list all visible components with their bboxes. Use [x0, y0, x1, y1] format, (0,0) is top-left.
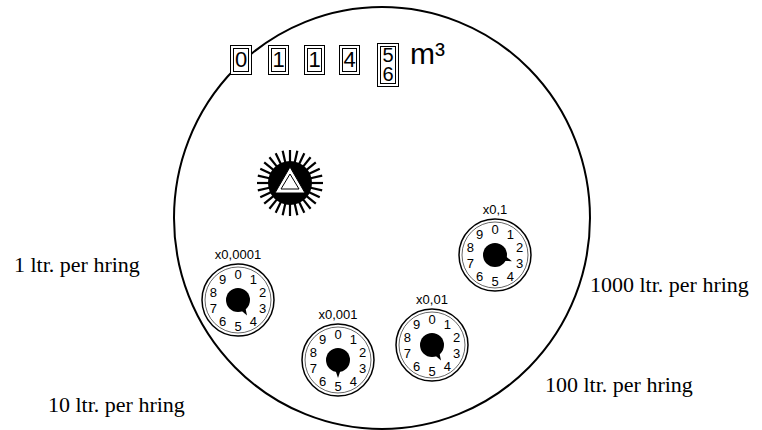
counter-digit-box: 56: [377, 43, 399, 87]
dial-digit: 8: [210, 285, 217, 298]
dial-digit: 0: [491, 223, 498, 236]
dial-digit: 7: [404, 347, 411, 360]
meter-housing: [174, 7, 590, 429]
dial-digit: 3: [453, 347, 460, 360]
indicator-disc: [268, 161, 312, 205]
register-dial: x0,010123456789: [395, 308, 469, 382]
dial-pointer: [493, 249, 512, 261]
dial-caption: 10 ltr. per hring: [48, 392, 185, 418]
dial-digit: 9: [319, 332, 326, 345]
dial-digit: 3: [516, 257, 523, 270]
dial-rim: [396, 309, 468, 381]
dial-digit: 1: [250, 272, 257, 285]
dial-digit: 8: [404, 330, 411, 343]
dial-digit: 2: [453, 330, 460, 343]
indicator-triangle: [275, 167, 305, 193]
dial-digit: 7: [210, 302, 217, 315]
dial-digit: 4: [507, 270, 514, 283]
dial-digit: 7: [467, 257, 474, 270]
dial-rim-inner: [462, 222, 528, 288]
counter-digit-box: 4: [339, 45, 360, 75]
dial-multiplier: x0,1: [483, 202, 508, 217]
dial-digit: 9: [413, 317, 420, 330]
counter-digit-box: 1: [304, 45, 325, 75]
counter-digit: 6: [382, 65, 393, 84]
dial-digit: 6: [413, 360, 420, 373]
dial-digit: 5: [491, 275, 498, 288]
dial-digit: 5: [234, 320, 241, 333]
dial-digit: 8: [310, 345, 317, 358]
counter-digit: 0: [235, 48, 247, 72]
dial-digit: 1: [444, 317, 451, 330]
dial-digit: 7: [310, 362, 317, 375]
counter-digit: 5: [382, 46, 393, 65]
dial-digit: 2: [516, 240, 523, 253]
dial-digit: 9: [476, 227, 483, 240]
indicator-triangle-inner: [281, 174, 299, 189]
register-dial: x0,0010123456789: [301, 323, 375, 397]
dial-digit: 0: [334, 328, 341, 341]
counter-digit: 4: [343, 48, 355, 72]
dial-digit: 2: [359, 345, 366, 358]
dial-digit: 4: [444, 360, 451, 373]
dial-rim-inner: [205, 267, 271, 333]
counter-digit-box: 0: [230, 45, 252, 75]
dial-digit: 4: [250, 315, 257, 328]
register-dial: x0,00010123456789: [201, 263, 275, 337]
dial-multiplier: x0,01: [416, 292, 448, 307]
dial-digit: 0: [234, 268, 241, 281]
counter-digit-box: 1: [268, 45, 289, 75]
dial-digit: 6: [476, 270, 483, 283]
dial-pointer: [233, 297, 247, 316]
dial-digit: 3: [259, 302, 266, 315]
dial-digit: 3: [359, 362, 366, 375]
dial-digit: 9: [219, 272, 226, 285]
unit-label: m³: [410, 36, 445, 72]
dial-caption: 1 ltr. per hring: [14, 252, 140, 278]
counter-digit: 1: [308, 48, 320, 72]
flow-indicator: [257, 150, 323, 216]
dial-multiplier: x0,0001: [215, 247, 261, 262]
dial-pointer: [332, 360, 344, 378]
dial-pointer: [427, 342, 441, 361]
dial-digit: 6: [219, 315, 226, 328]
dial-rim-inner: [399, 312, 465, 378]
dial-caption: 100 ltr. per hring: [545, 372, 693, 398]
dial-digit: 5: [334, 380, 341, 393]
dial-caption: 1000 ltr. per hring: [590, 272, 749, 298]
dial-digit: 0: [428, 313, 435, 326]
dial-digit: 8: [467, 240, 474, 253]
counter-digit: 1: [272, 48, 284, 72]
dial-rim: [202, 264, 274, 336]
dial-digit: 4: [350, 375, 357, 388]
register-dial: x0,10123456789: [458, 218, 532, 292]
dial-rim: [459, 219, 531, 291]
dial-digit: 6: [319, 375, 326, 388]
dial-multiplier: x0,001: [318, 307, 357, 322]
dial-digit: 1: [350, 332, 357, 345]
dial-rim: [302, 324, 374, 396]
dial-rim-inner: [305, 327, 371, 393]
dial-digit: 1: [507, 227, 514, 240]
dial-digit: 5: [428, 365, 435, 378]
dial-digit: 2: [259, 285, 266, 298]
